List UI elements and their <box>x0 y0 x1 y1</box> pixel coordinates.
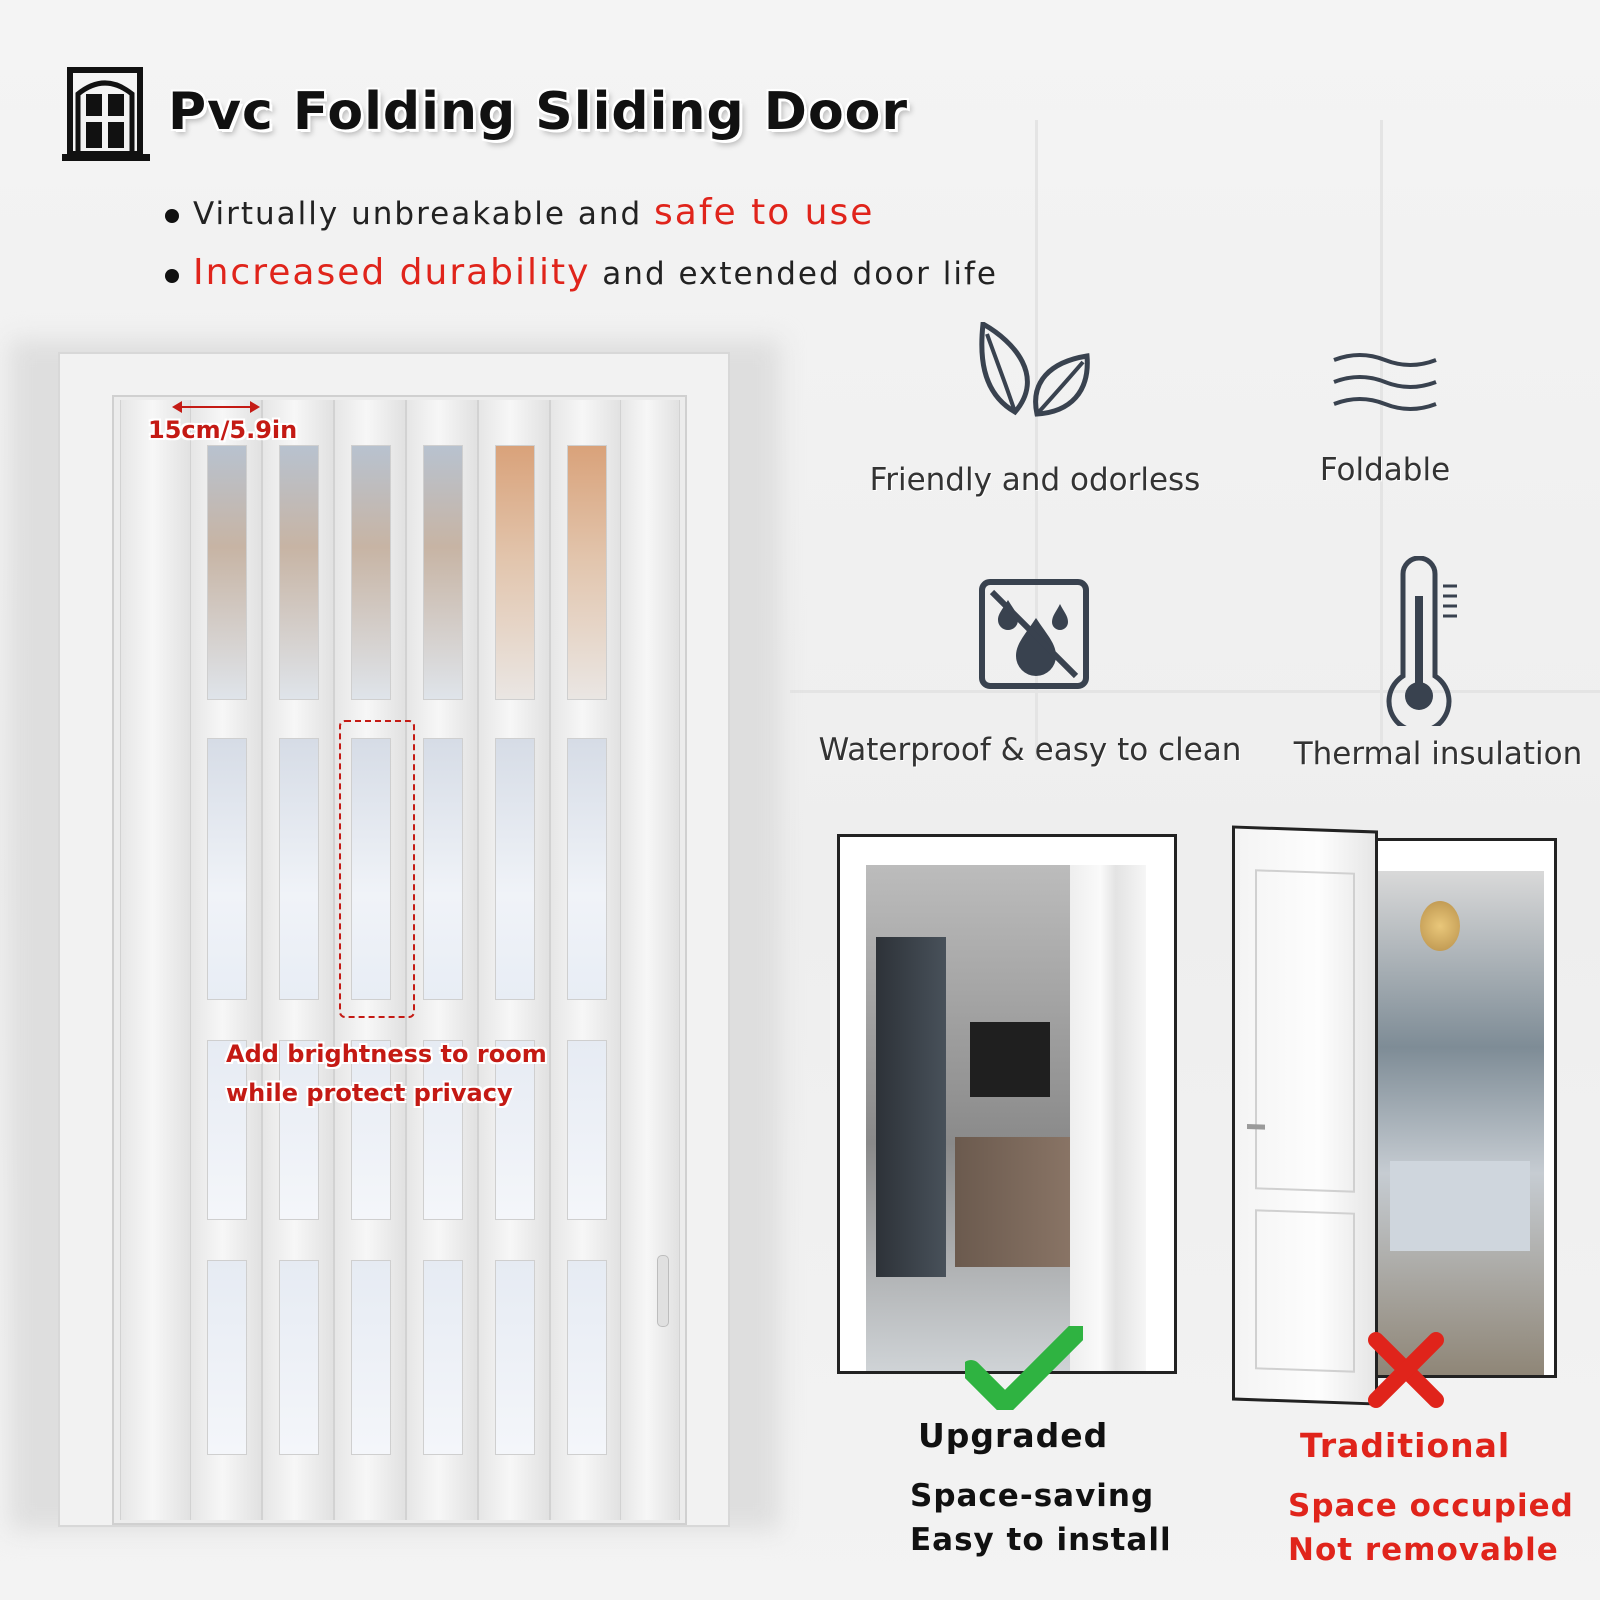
waves-icon <box>1333 353 1437 411</box>
feature-label-thermal: Thermal insulation <box>1293 736 1583 772</box>
door-window-icon <box>62 67 150 161</box>
feature-label-foldable: Foldable <box>1319 452 1451 488</box>
arrow-right-icon <box>250 401 260 413</box>
traditional-open-door <box>1232 825 1378 1406</box>
upgraded-label: Upgraded <box>918 1416 1109 1455</box>
panel-width-label: 15cm/5.9in <box>148 416 298 444</box>
traditional-room-image <box>1347 838 1557 1378</box>
wall-panel-line <box>1380 120 1383 760</box>
bullet-2-text: and extended door life <box>590 256 998 292</box>
feature-label-waterproof: Waterproof & easy to clean <box>818 732 1242 768</box>
folding-door-image <box>0 340 790 1530</box>
traditional-line2: Not removable <box>1288 1532 1559 1568</box>
upgraded-line1: Space-saving <box>910 1478 1155 1514</box>
door-panel <box>550 400 622 1520</box>
arrow-left-icon <box>172 401 182 413</box>
door-panel <box>334 400 406 1520</box>
wall-panel-line <box>790 690 1600 693</box>
bullet-dot <box>165 268 179 283</box>
upgraded-door-image <box>837 834 1177 1374</box>
thermometer-icon <box>1386 556 1457 726</box>
page-title: Pvc Folding Sliding Door <box>168 82 909 142</box>
door-panel <box>406 400 478 1520</box>
feature-bullet-1: Virtually unbreakable and safe to use <box>165 192 874 233</box>
feature-label-odorless: Friendly and odorless <box>869 462 1201 498</box>
bullet-dot <box>165 208 179 223</box>
width-measure-arrow <box>178 406 252 408</box>
cross-icon <box>1368 1332 1444 1408</box>
wall-panel-line <box>1035 120 1038 760</box>
brightness-caption-line1: Add brightness to room <box>226 1040 547 1068</box>
door-panel <box>478 400 550 1520</box>
bullet-1-text: Virtually unbreakable and <box>193 196 655 232</box>
leaf-icon <box>979 322 1090 417</box>
door-handle <box>657 1255 669 1327</box>
glass-highlight-box <box>339 720 415 1018</box>
bullet-2-highlight: Increased durability <box>193 252 591 293</box>
traditional-line1: Space occupied <box>1288 1488 1574 1524</box>
no-water-icon <box>979 579 1089 689</box>
traditional-label: Traditional <box>1300 1426 1511 1465</box>
door-panel <box>190 400 262 1520</box>
check-icon <box>965 1326 1083 1410</box>
bullet-1-highlight: safe to use <box>654 192 875 233</box>
door-panel <box>262 400 334 1520</box>
brightness-caption-line2: while protect privacy <box>226 1079 513 1107</box>
feature-bullet-2: Increased durability and extended door l… <box>165 252 998 293</box>
door-panel <box>120 400 192 1520</box>
door-panel <box>620 400 680 1520</box>
upgraded-line2: Easy to install <box>910 1522 1172 1558</box>
